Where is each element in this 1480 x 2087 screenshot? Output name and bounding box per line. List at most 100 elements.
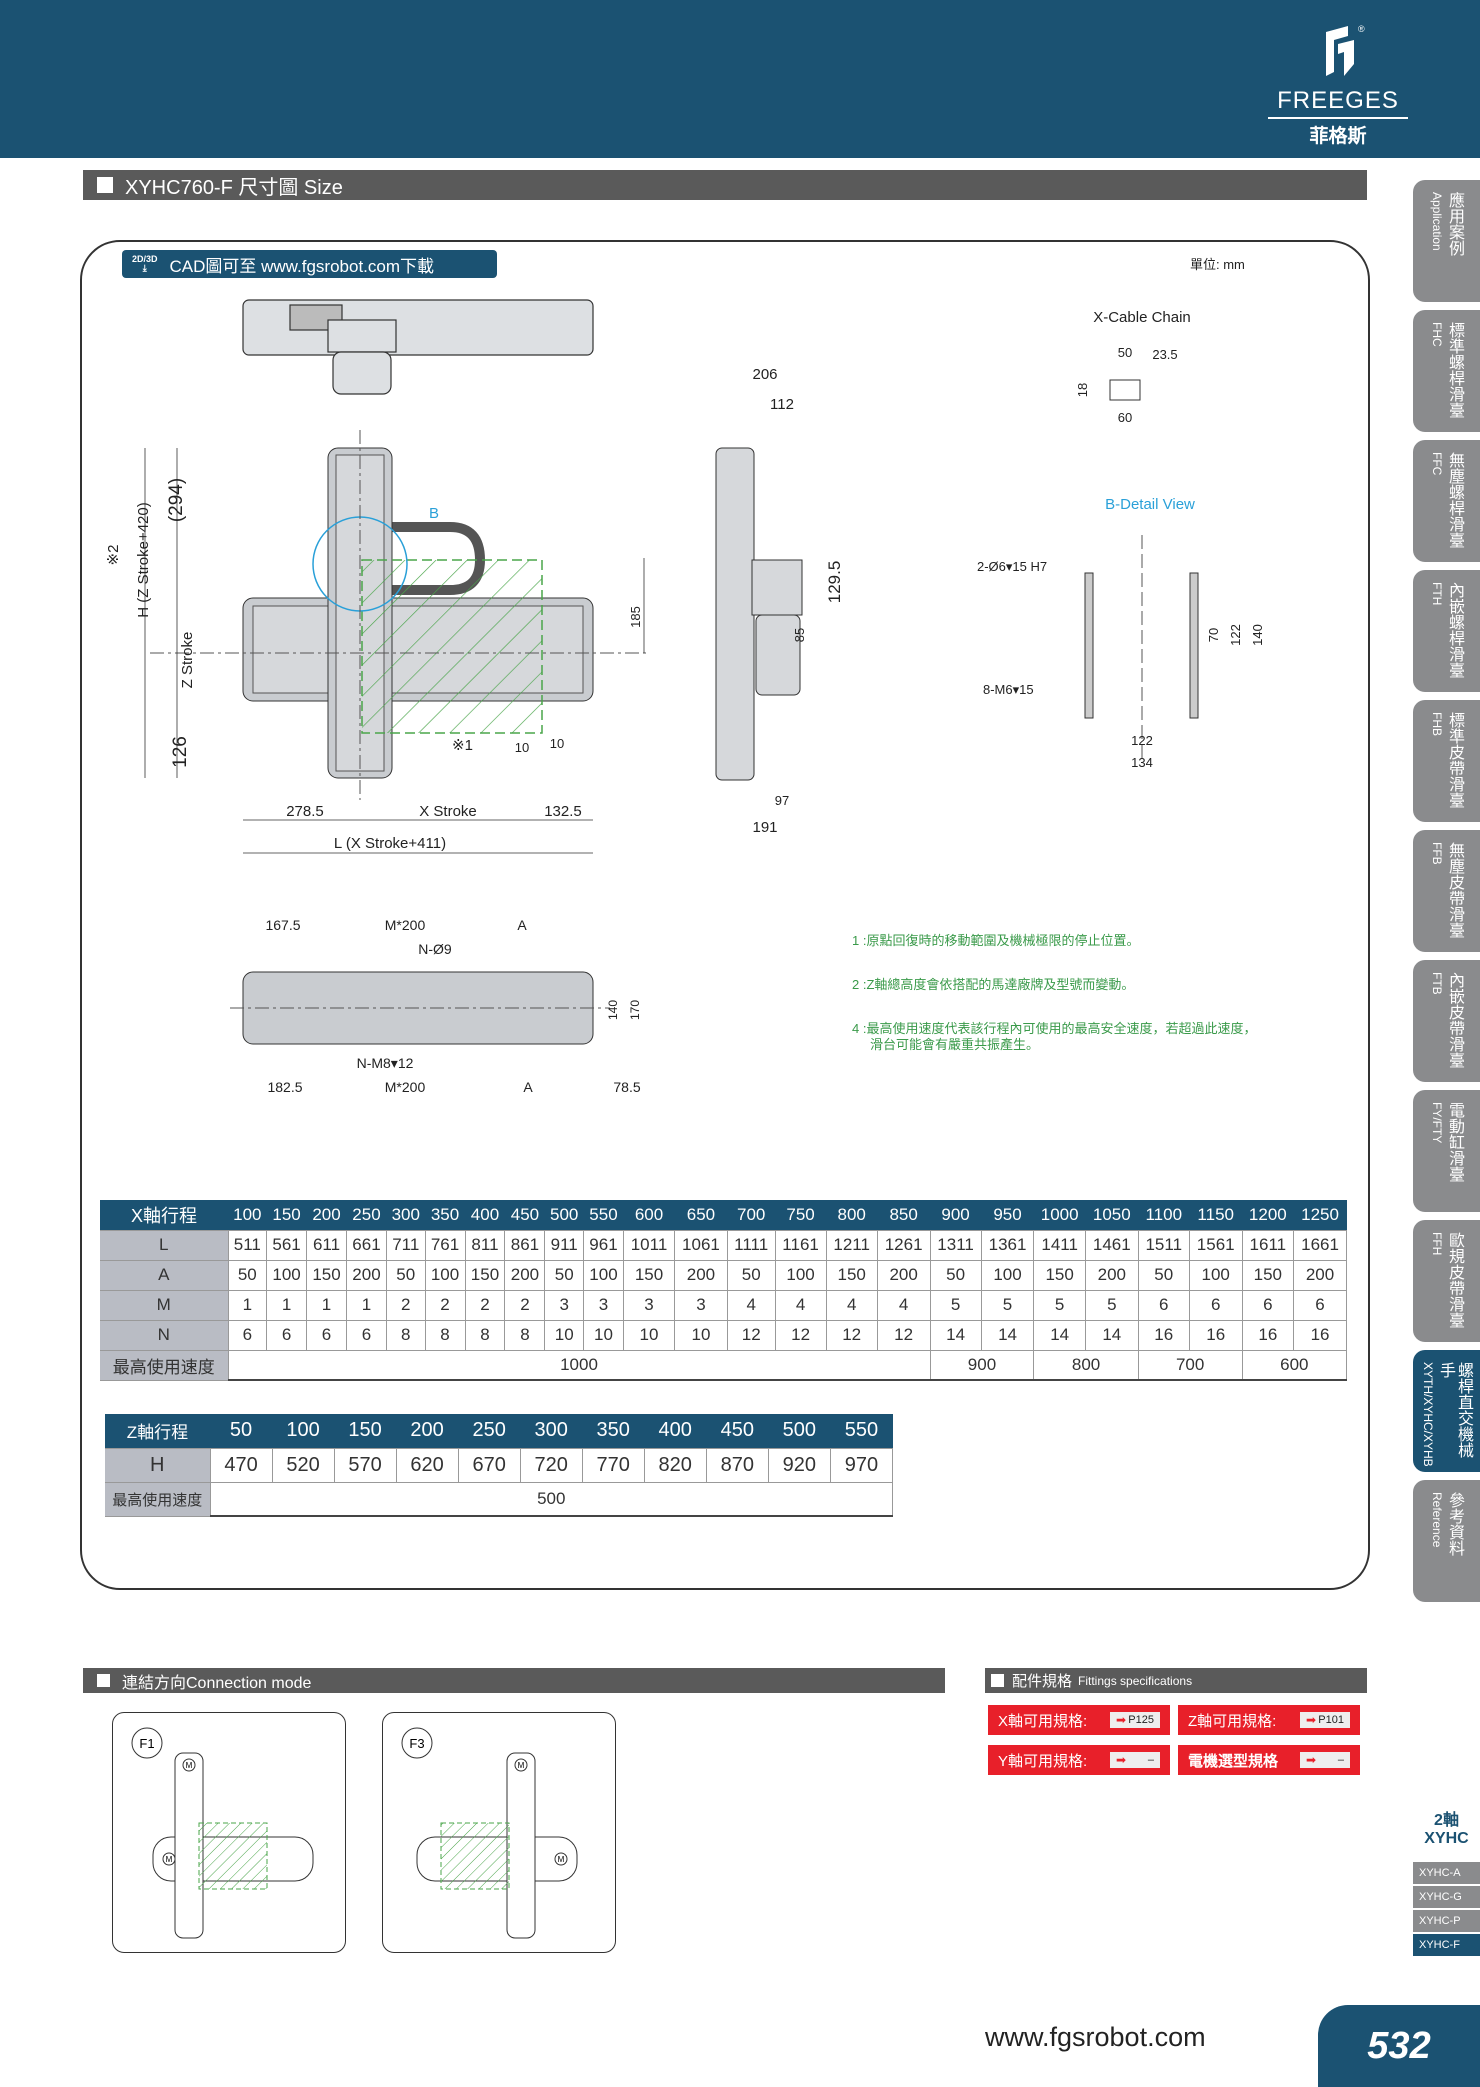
table-cell: 911 xyxy=(544,1230,584,1261)
table-cell: 711 xyxy=(386,1230,426,1261)
fitting-spec-3[interactable]: 電機選型規格➡– xyxy=(1178,1745,1360,1775)
table-cell: 200 xyxy=(504,1260,546,1291)
tab-label-zh: 電動缸滑臺 xyxy=(1446,1102,1463,1182)
speed-cell: 800 xyxy=(1033,1350,1139,1381)
tab-label-en: FTB xyxy=(1430,972,1444,995)
x-stroke-cell: 800 xyxy=(826,1200,878,1231)
note-1: 1 :原點回復時的移動範圍及機械極限的停止位置。 xyxy=(852,933,1140,948)
x-stroke-cell: 450 xyxy=(504,1200,545,1231)
table-cell: 50 xyxy=(930,1260,982,1291)
table-cell: 50 xyxy=(386,1260,426,1291)
dim-a-bottom: A xyxy=(523,1079,533,1095)
dim-60: 60 xyxy=(1118,410,1132,425)
table-cell: 12 xyxy=(877,1320,931,1351)
table-cell: 12 xyxy=(727,1320,776,1351)
fitting-spec-2[interactable]: Y軸可用規格:➡– xyxy=(988,1745,1170,1775)
fitting-spec-0[interactable]: X軸可用規格:➡P125 xyxy=(988,1705,1170,1735)
row-label: L xyxy=(100,1230,229,1261)
table-cell: 14 xyxy=(981,1320,1035,1351)
brand-name-zh: 菲格斯 xyxy=(1309,126,1367,147)
dim-182-5: 182.5 xyxy=(267,1079,302,1095)
table-cell: 3 xyxy=(583,1290,624,1321)
x-stroke-cell: 900 xyxy=(930,1200,982,1231)
table-cell: 8 xyxy=(504,1320,546,1351)
row-label: N xyxy=(100,1320,229,1351)
connection-mode-title: 連結方向Connection mode xyxy=(122,1674,312,1692)
dim-140: 140 xyxy=(1250,624,1265,646)
z-stroke-cell: 150 xyxy=(334,1414,397,1449)
detail-view-title: B-Detail View xyxy=(1105,496,1195,513)
note-1-marker: ※1 xyxy=(452,737,473,754)
top-view xyxy=(242,299,594,395)
table-cell: 50 xyxy=(727,1260,776,1291)
x-stroke-cell: 100 xyxy=(228,1200,267,1231)
svg-text:F1: F1 xyxy=(139,1736,154,1751)
table-cell: 761 xyxy=(425,1230,466,1261)
dim-294: (294) xyxy=(166,478,187,522)
side-nav-item[interactable]: XYHC-F xyxy=(1413,1934,1480,1956)
fitting-spec-1[interactable]: Z軸可用規格:➡P101 xyxy=(1178,1705,1360,1735)
table-cell: 150 xyxy=(826,1260,878,1291)
brand-name-en: FREEGES xyxy=(1268,87,1408,119)
row-label: H xyxy=(105,1448,211,1483)
tab-label-en: Reference xyxy=(1430,1492,1444,1548)
table-cell: 12 xyxy=(826,1320,878,1351)
table-cell: 200 xyxy=(346,1260,387,1291)
table-cell: 150 xyxy=(1242,1260,1295,1291)
table-cell: 150 xyxy=(623,1260,676,1291)
side-nav-item[interactable]: XYHC-G xyxy=(1413,1886,1480,1908)
table-cell: 570 xyxy=(334,1448,397,1483)
dim-97: 97 xyxy=(775,793,789,808)
side-nav-item[interactable]: XYHC-P xyxy=(1413,1910,1480,1932)
unit-label: 單位: mm xyxy=(1190,257,1245,272)
detail-b-marker: B xyxy=(429,505,439,522)
table-cell: 6 xyxy=(306,1320,347,1351)
svg-text:M: M xyxy=(518,1761,525,1770)
dim-112: 112 xyxy=(770,396,794,413)
table-cell: 1561 xyxy=(1189,1230,1243,1261)
x-stroke-cell: 850 xyxy=(877,1200,931,1231)
side-nav-item[interactable]: XYHC-A xyxy=(1413,1862,1480,1884)
page-number: 532 xyxy=(1318,2005,1480,2087)
z-stroke-cell: 550 xyxy=(830,1414,893,1449)
dim-l-total: L (X Stroke+411) xyxy=(334,835,446,852)
table-cell: 150 xyxy=(306,1260,347,1291)
f3-diagram: F3 M M xyxy=(401,1727,578,1939)
arrow-right-icon: ➡ xyxy=(1306,1713,1317,1727)
table-cell: 1 xyxy=(346,1290,387,1321)
tab-label-zh: 無塵螺桿滑臺 xyxy=(1446,452,1463,548)
z-stroke-cell: 300 xyxy=(520,1414,583,1449)
table-cell: 2 xyxy=(386,1290,426,1321)
row-label: M xyxy=(100,1290,229,1321)
speed-label: 最高使用速度 xyxy=(100,1350,229,1381)
table-cell: 870 xyxy=(706,1448,769,1483)
dim-50: 50 xyxy=(1118,345,1132,360)
table-cell: 8 xyxy=(386,1320,426,1351)
tab-label-en: FFC xyxy=(1430,452,1444,476)
table-cell: 50 xyxy=(228,1260,268,1291)
footer-website[interactable]: www.fgsrobot.com xyxy=(985,2022,1206,2052)
row-label: A xyxy=(100,1260,229,1291)
cad-download-link[interactable]: 2D/3D⤓ CAD圖可至 www.fgsrobot.com下載 xyxy=(122,250,497,278)
fitting-label: Y軸可用規格: xyxy=(998,1752,1088,1770)
table-cell: 1461 xyxy=(1085,1230,1139,1261)
svg-text:M: M xyxy=(558,1855,565,1864)
table-cell: 1211 xyxy=(826,1230,878,1261)
x-stroke-cell: 1200 xyxy=(1242,1200,1294,1231)
dim-191: 191 xyxy=(752,819,777,836)
